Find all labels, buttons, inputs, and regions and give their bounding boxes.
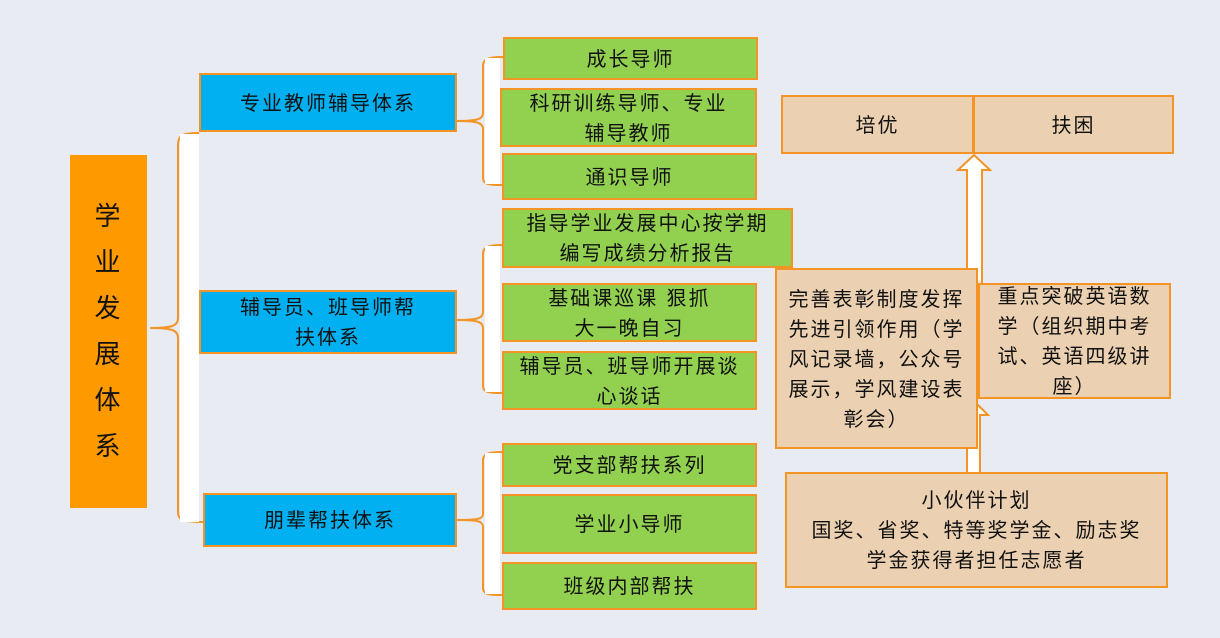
item-party-branch: 党支部帮扶系列 (502, 443, 757, 487)
item-report: 指导学业发展中心按学期编写成绩分析报告 (502, 208, 793, 268)
item-talks: 辅导员、班导师开展谈心谈话 (502, 351, 757, 410)
item-research-mentor: 科研训练导师、专业辅导教师 (500, 88, 757, 147)
bracket-1 (456, 56, 504, 186)
system-counselor: 辅导员、班导师帮扶体系 (199, 290, 457, 354)
system-professional-teacher: 专业教师辅导体系 (199, 73, 457, 132)
bracket-2 (456, 244, 503, 394)
item-general-mentor: 通识导师 (502, 153, 757, 200)
partner-title: 小伙伴计划 (921, 488, 1032, 512)
item-growth-mentor: 成长导师 (503, 37, 758, 80)
focus-english-math: 重点突破英语数学（组织期中考试、英语四级讲座） (978, 283, 1171, 399)
item-class-patrol: 基础课巡课 狠抓大一晚自习 (502, 283, 757, 342)
root-bracket (149, 132, 204, 523)
goal-excellence: 培优 (781, 95, 974, 154)
bracket-3 (456, 451, 503, 596)
partner-plan: 小伙伴计划 国奖、省奖、特等奖学金、励志奖学金获得者担任志愿者 (785, 472, 1168, 588)
system-peer: 朋辈帮扶体系 (203, 493, 457, 547)
item-class-help: 班级内部帮扶 (502, 562, 757, 610)
goal-support: 扶困 (973, 95, 1174, 154)
honor-system: 完善表彰制度发挥先进引领作用（学风记录墙，公众号展示，学风建设表彰会） (775, 268, 978, 449)
root-node: 学 业 发 展 体 系 (70, 155, 147, 508)
arrow-up-icon (955, 153, 993, 283)
item-small-mentor: 学业小导师 (502, 494, 757, 554)
partner-desc: 国奖、省奖、特等奖学金、励志奖学金获得者担任志愿者 (811, 518, 1142, 572)
